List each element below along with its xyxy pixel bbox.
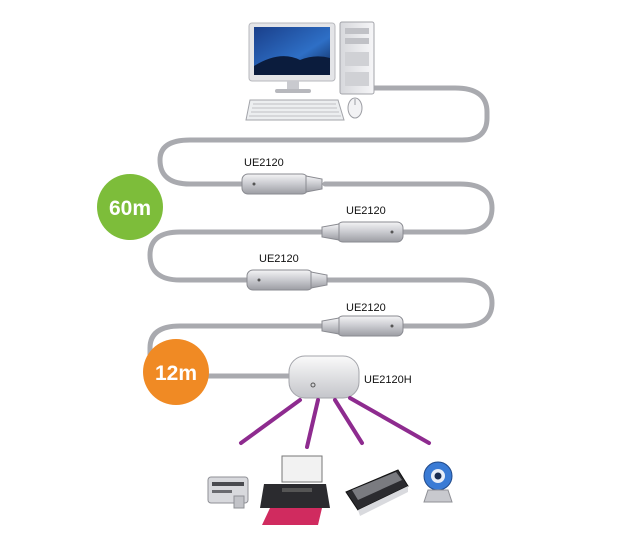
computer	[245, 21, 375, 121]
distance-12m-label: 12m	[155, 362, 197, 385]
extender-1: UE2120	[241, 157, 323, 195]
link-card-reader	[239, 398, 302, 445]
hub-label: UE2120H	[364, 374, 412, 386]
scanner-icon	[345, 469, 409, 516]
device-links	[239, 396, 431, 449]
monitor	[248, 22, 336, 93]
distance-badge-12m: 12m	[143, 339, 209, 405]
extender-2-label: UE2120	[346, 205, 386, 217]
extender-2: UE2120	[321, 205, 404, 243]
card-reader-icon	[207, 476, 249, 509]
keyboard	[245, 99, 345, 121]
tower	[339, 21, 375, 95]
distance-badge-60m: 60m	[97, 174, 163, 240]
usb-cable-main	[147, 85, 495, 379]
distance-60m-label: 60m	[109, 197, 151, 220]
extender-4: UE2120	[321, 302, 404, 337]
hub: UE2120H	[288, 355, 412, 399]
link-printer	[305, 398, 320, 449]
mouse	[347, 97, 363, 119]
link-scanner	[333, 398, 364, 445]
webcam-icon	[423, 461, 453, 503]
link-webcam	[348, 396, 431, 445]
extender-3-label: UE2120	[259, 253, 299, 265]
extender-4-label: UE2120	[346, 302, 386, 314]
extender-1-label: UE2120	[244, 157, 284, 169]
printer-icon	[260, 455, 330, 525]
extender-3: UE2120	[246, 253, 328, 291]
